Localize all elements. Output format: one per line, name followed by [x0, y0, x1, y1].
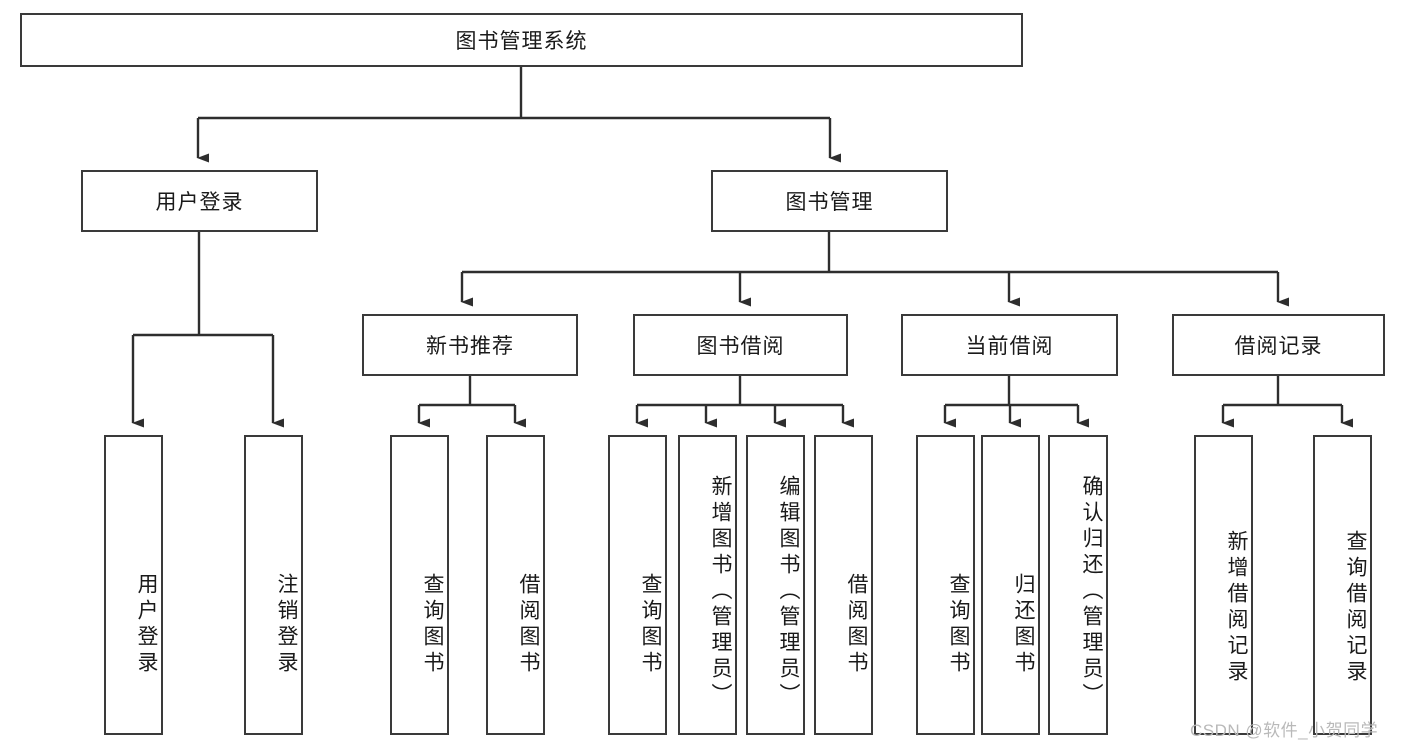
- node-leaf-add-book[interactable]: 新增图书（管理员）: [678, 435, 737, 735]
- node-borrow-records[interactable]: 借阅记录: [1172, 314, 1385, 376]
- node-leaf-query-book-borrow[interactable]: 查询图书: [608, 435, 667, 735]
- node-leaf-confirm-return[interactable]: 确认归还（管理员）: [1048, 435, 1108, 735]
- node-leaf-borrow-book[interactable]: 借阅图书: [814, 435, 873, 735]
- node-new-book-recommend[interactable]: 新书推荐: [362, 314, 578, 376]
- watermark-text: CSDN @软件_小贺同学: [1190, 721, 1379, 740]
- node-user-login[interactable]: 用户登录: [81, 170, 318, 232]
- node-book-borrow[interactable]: 图书借阅: [633, 314, 848, 376]
- node-root-system[interactable]: 图书管理系统: [20, 13, 1023, 67]
- node-book-management[interactable]: 图书管理: [711, 170, 948, 232]
- node-leaf-logout[interactable]: 注销登录: [244, 435, 303, 735]
- node-leaf-add-borrow-record[interactable]: 新增借阅记录: [1194, 435, 1253, 735]
- node-leaf-query-borrow-record[interactable]: 查询借阅记录: [1313, 435, 1372, 735]
- node-current-borrow[interactable]: 当前借阅: [901, 314, 1118, 376]
- node-leaf-query-book-current[interactable]: 查询图书: [916, 435, 975, 735]
- node-leaf-return-book[interactable]: 归还图书: [981, 435, 1040, 735]
- node-leaf-edit-book[interactable]: 编辑图书（管理员）: [746, 435, 805, 735]
- node-leaf-query-book-recommend[interactable]: 查询图书: [390, 435, 449, 735]
- node-leaf-user-login[interactable]: 用户登录: [104, 435, 163, 735]
- node-leaf-borrow-book-recommend[interactable]: 借阅图书: [486, 435, 545, 735]
